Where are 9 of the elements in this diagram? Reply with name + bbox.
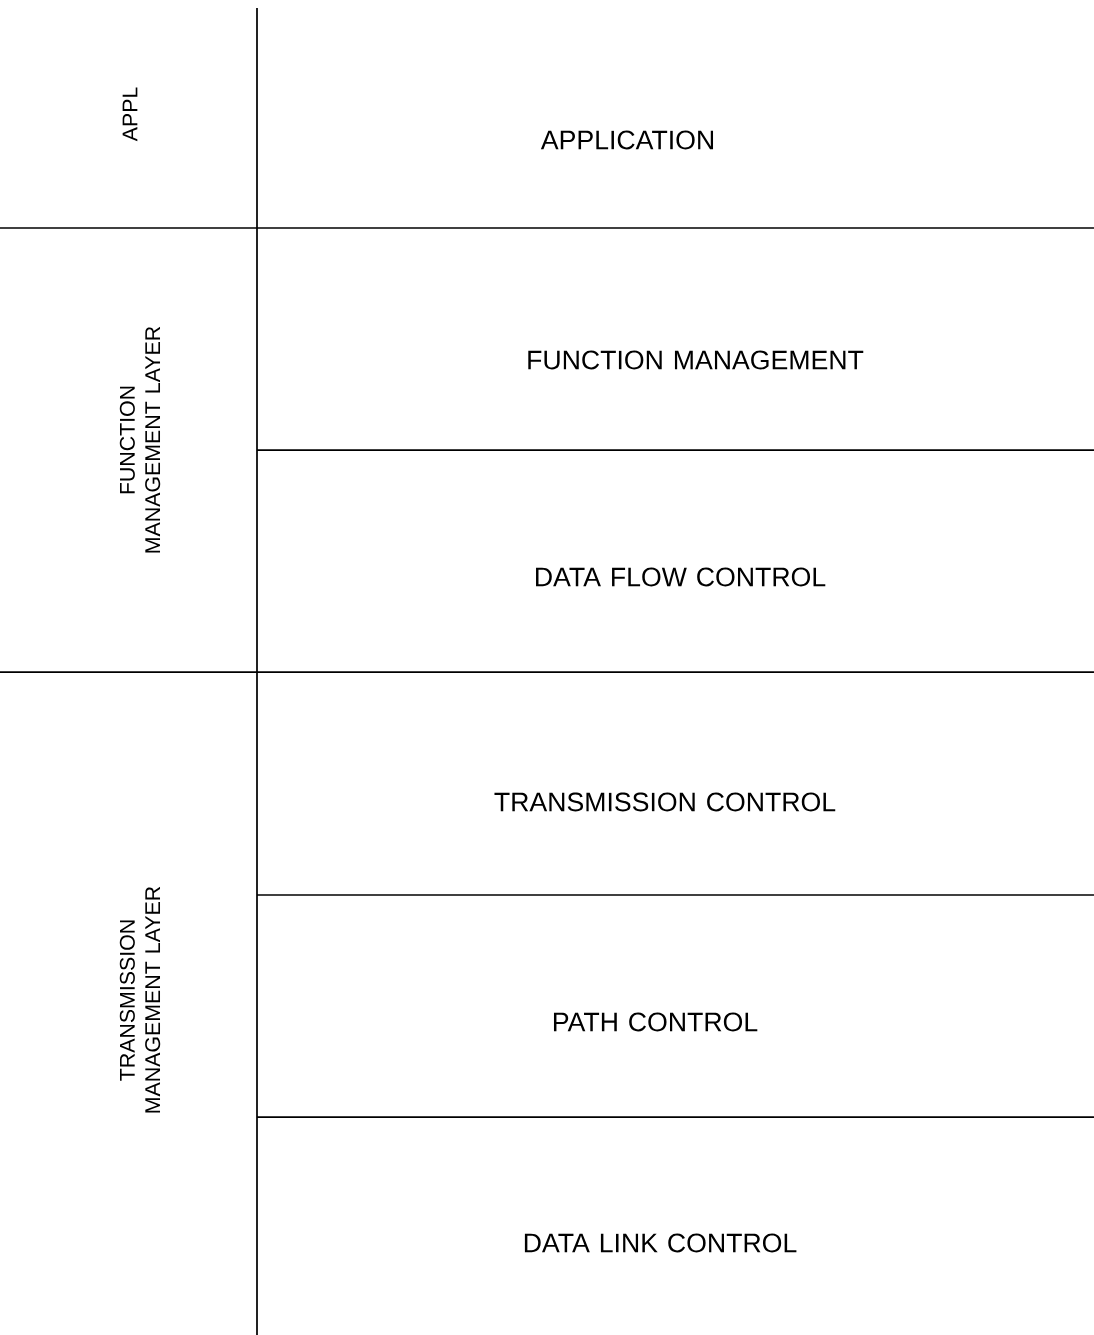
layer-label: APPLICATION <box>540 130 713 150</box>
layer-label: TRANSMISSION CONTROL <box>494 792 836 812</box>
layer-label: PATH CONTROL <box>554 1012 758 1032</box>
layer-label: DATA FLOW CONTROL <box>536 567 826 587</box>
layer-label: DATA LINK CONTROL <box>524 1233 797 1253</box>
layer-group-label: TRANSMISSION MANAGEMENT LAYER <box>119 886 161 1113</box>
layer-group-label: FUNCTION MANAGEMENT LAYER <box>119 326 161 553</box>
layer-label: FUNCTION MANAGEMENT <box>528 350 864 370</box>
layer-group-label: APPL <box>122 87 138 142</box>
